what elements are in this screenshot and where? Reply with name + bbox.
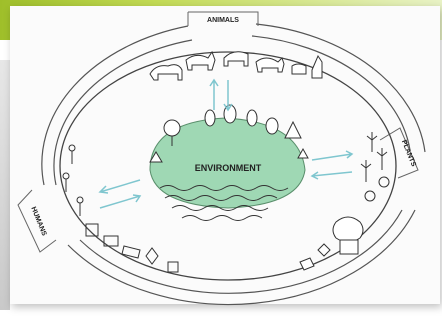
human-icon	[68, 144, 76, 164]
tree-icon	[265, 117, 279, 135]
arrow-left-icon	[310, 171, 353, 180]
figure-icon	[299, 257, 315, 271]
figure-icon	[167, 261, 179, 273]
arrow-down-icon	[223, 80, 233, 112]
animal-icon	[311, 54, 323, 79]
flow-arrows	[98, 78, 354, 209]
ring-segment-bottom	[67, 209, 416, 306]
island-trees	[149, 104, 309, 163]
figure-icon	[317, 243, 331, 257]
arrow-right-icon	[99, 194, 142, 209]
animal-icon	[223, 51, 249, 67]
animal-icon	[149, 64, 183, 81]
flower-icon	[378, 176, 390, 188]
animal-icon	[291, 63, 307, 75]
animal-icon	[185, 50, 216, 71]
tree-icon	[284, 120, 302, 139]
plant-icon	[360, 160, 372, 182]
figure-icon	[339, 239, 359, 255]
animals-label: ANIMALS	[207, 17, 239, 24]
building-icon	[103, 235, 119, 247]
figure-icon	[145, 247, 159, 265]
tree-icon	[163, 119, 181, 137]
human-figures	[62, 144, 179, 273]
middle-ring	[59, 51, 397, 281]
plants-label: PLANTS	[400, 139, 417, 168]
plant-icon	[149, 151, 163, 163]
plant-icon	[376, 148, 388, 170]
plant-figures	[360, 132, 390, 202]
vehicle-icon	[121, 245, 141, 259]
ring-inner-bottom	[79, 209, 403, 294]
environment-island: ENVIRONMENT	[149, 117, 306, 221]
humans-bracket	[17, 189, 57, 253]
left-bar	[0, 60, 10, 310]
outer-ring	[41, 23, 426, 306]
plant-icon	[297, 147, 309, 159]
label-brackets	[17, 11, 419, 253]
bottom-right-figures	[299, 216, 364, 271]
figure-icon	[332, 216, 364, 243]
ring-segment-left-top	[41, 25, 189, 186]
animal-figures	[149, 50, 323, 81]
human-icon	[62, 172, 70, 192]
arrow-up-icon	[209, 78, 219, 110]
arrow-left-icon	[98, 179, 141, 194]
water-waves	[159, 185, 289, 221]
plants-bracket	[379, 127, 419, 179]
flower-icon	[364, 190, 376, 202]
animal-icon	[255, 57, 285, 73]
humans-label: HUMANS	[29, 206, 47, 237]
ring-inner-left-top	[53, 39, 193, 186]
ring-segment-right-top	[255, 23, 426, 153]
tree-icon	[204, 109, 216, 127]
human-icon	[76, 196, 84, 216]
house-icon	[85, 223, 99, 237]
animals-bracket	[187, 11, 259, 26]
tree-icon	[246, 109, 258, 127]
plant-icon	[366, 132, 378, 152]
ring-inner-right-top	[251, 35, 411, 151]
environment-label: ENVIRONMENT	[195, 163, 262, 173]
arrow-right-icon	[311, 150, 354, 161]
